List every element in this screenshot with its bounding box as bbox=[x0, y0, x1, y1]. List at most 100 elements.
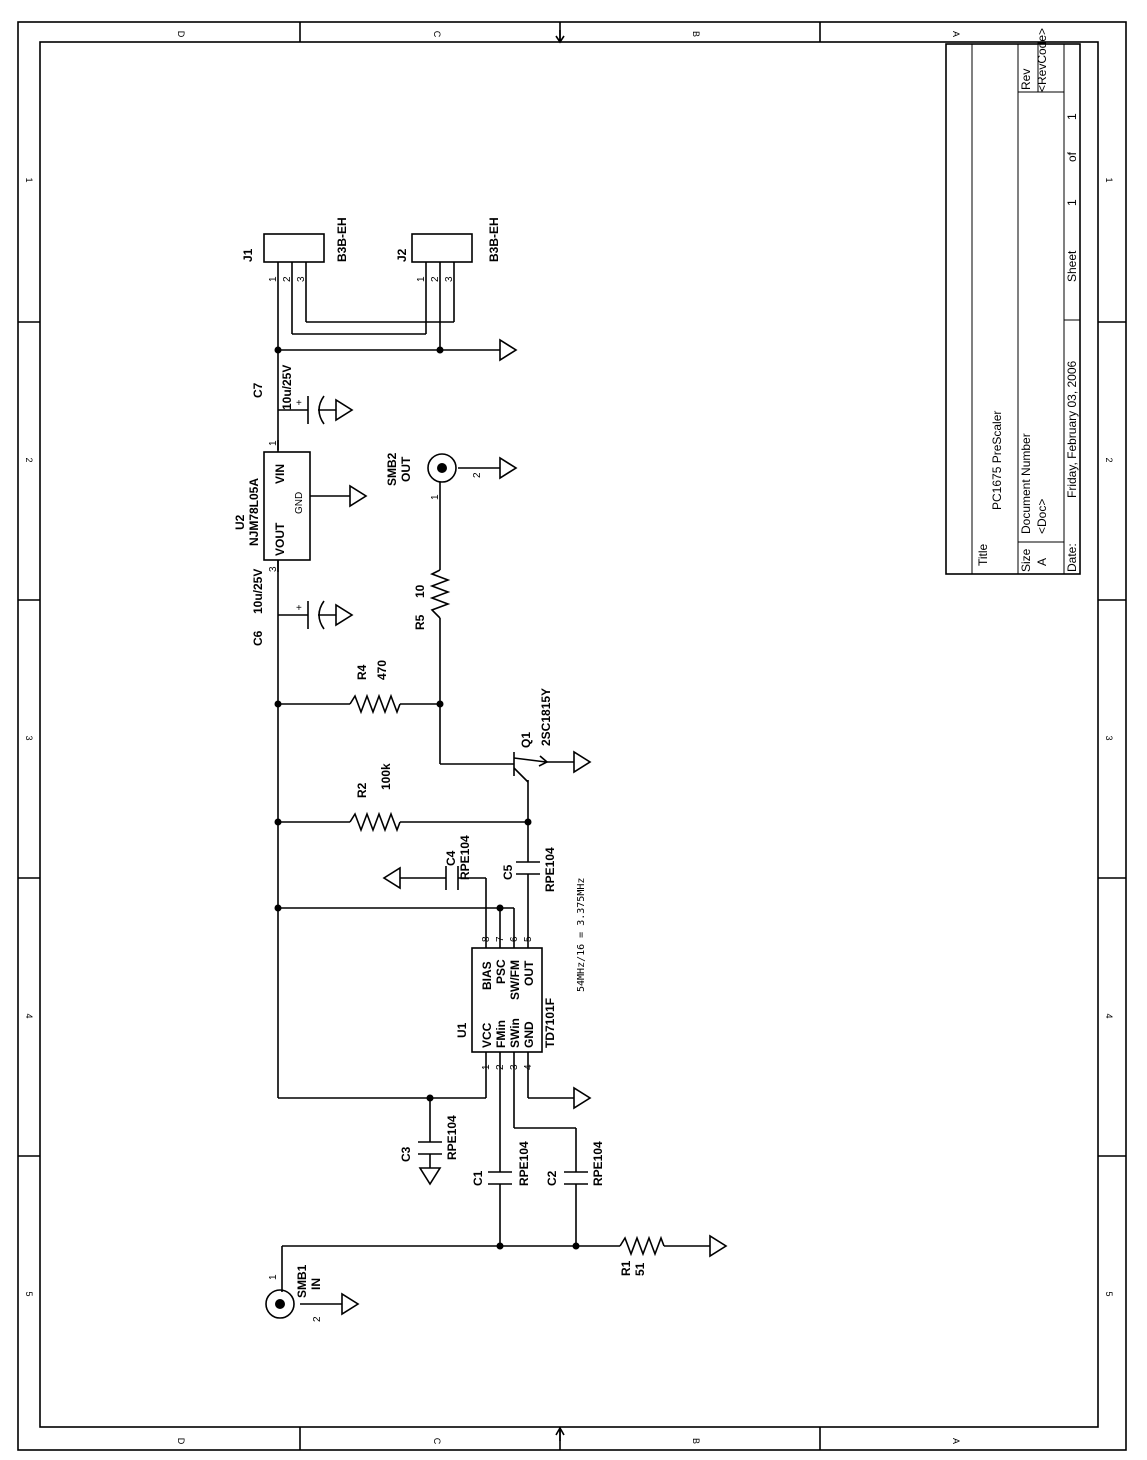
q1-ref: Q1 bbox=[519, 732, 533, 748]
zone-top-d: D bbox=[176, 31, 186, 38]
capacitor-c6: + C6 10u/25V bbox=[251, 569, 336, 646]
zone-right-4: 4 bbox=[1104, 1013, 1114, 1018]
ground-symbol bbox=[341, 1292, 360, 1316]
junction-dot bbox=[524, 818, 532, 826]
u1-pin-vcc: VCC bbox=[480, 1022, 494, 1048]
u1-pin-fmin: FMin bbox=[494, 1020, 508, 1048]
c7-ref: C7 bbox=[251, 382, 265, 398]
ground-symbol bbox=[335, 603, 354, 627]
zone-right-5: 5 bbox=[1104, 1291, 1114, 1296]
ground-symbol bbox=[382, 866, 401, 890]
junction-dot bbox=[572, 1242, 580, 1250]
title-block-text: Title PC1675 PreScaler Size A Document N… bbox=[976, 28, 1079, 572]
frequency-note: 54MHz/16 = 3.375MHz bbox=[576, 878, 587, 992]
c5-value: RPE104 bbox=[543, 847, 557, 892]
title-label: Title bbox=[976, 543, 990, 566]
r1-ref: R1 bbox=[619, 1260, 633, 1276]
u1-pin-gnd: GND bbox=[522, 1021, 536, 1048]
date-label: Date: bbox=[1065, 543, 1079, 572]
j2-part: B3B-EH bbox=[487, 217, 501, 262]
smb1-label: IN bbox=[309, 1278, 323, 1290]
zone-bottom-c: C bbox=[432, 1438, 442, 1445]
c4-ref: C4 bbox=[444, 850, 458, 866]
zone-bottom-a: A bbox=[951, 1438, 961, 1444]
u2-pin1: 1 bbox=[268, 440, 279, 446]
r4-ref: R4 bbox=[355, 664, 369, 680]
resistor-r4: R4 470 bbox=[349, 660, 401, 715]
u1-pinnum-5: 5 bbox=[523, 936, 534, 942]
resistor-r5: R5 10 bbox=[413, 569, 451, 630]
c4-value: RPE104 bbox=[458, 835, 472, 880]
border-labels: D C B A D C B A 1 2 3 4 5 1 2 3 4 5 bbox=[24, 31, 1114, 1445]
capacitor-c3: C3 RPE104 bbox=[399, 1115, 459, 1162]
connector-j2: J2 B3B-EH 1 2 3 bbox=[395, 217, 501, 282]
u2-pin3: 3 bbox=[268, 566, 279, 572]
j2-pin1: 1 bbox=[416, 276, 427, 282]
c2-ref: C2 bbox=[545, 1170, 559, 1186]
ground-symbols bbox=[335, 338, 728, 1316]
zone-bottom-b: B bbox=[691, 1438, 701, 1444]
junction-dot bbox=[274, 700, 282, 708]
junction-dot bbox=[274, 904, 282, 912]
u1-part: TD7101F bbox=[543, 998, 557, 1048]
j1-part: B3B-EH bbox=[335, 217, 349, 262]
u1-pin-swin: SWin bbox=[508, 1018, 522, 1048]
sheet-of: of bbox=[1065, 151, 1079, 162]
ic-u1: U1 TD7101F VCC FMin SWin GND BIAS PSC SW… bbox=[455, 936, 557, 1070]
capacitor-c5: C5 RPE104 bbox=[501, 847, 557, 892]
zone-left-5: 5 bbox=[24, 1291, 34, 1296]
date-value: Friday, February 03, 2006 bbox=[1065, 360, 1079, 498]
r5-value: 10 bbox=[413, 584, 427, 598]
u1-pinnum-2: 2 bbox=[495, 1064, 506, 1070]
j1-pin2: 2 bbox=[282, 276, 293, 282]
capacitor-c7: + C7 10u/25V bbox=[251, 365, 336, 425]
junction-dot bbox=[496, 904, 504, 912]
ground-symbol bbox=[335, 398, 354, 422]
junction-dot bbox=[426, 1094, 434, 1102]
junctions bbox=[274, 346, 580, 1250]
u1-pin-out: OUT bbox=[522, 960, 536, 986]
smb2-ref: SMB2 bbox=[385, 452, 399, 486]
ground-symbol bbox=[418, 1167, 442, 1186]
j2-ref: J2 bbox=[395, 248, 409, 262]
smb2-label: OUT bbox=[399, 456, 413, 482]
sheet-label: Sheet bbox=[1065, 250, 1079, 282]
docnum-value: <Doc> bbox=[1035, 499, 1049, 534]
smb2-pin1: 1 bbox=[430, 494, 441, 500]
zone-right-3: 3 bbox=[1104, 735, 1114, 740]
sheet-border bbox=[17, 21, 1127, 1451]
zone-top-b: B bbox=[691, 31, 701, 37]
r5-ref: R5 bbox=[413, 614, 427, 630]
smb1-ref: SMB1 bbox=[295, 1264, 309, 1298]
ground-symbol bbox=[573, 1086, 592, 1110]
zone-right-2: 2 bbox=[1104, 457, 1114, 462]
junction-dot bbox=[436, 346, 444, 354]
smb1-pin2: 2 bbox=[312, 1316, 323, 1322]
j2-pin3: 3 bbox=[444, 276, 455, 282]
resistor-r2: R2 100k bbox=[349, 763, 401, 833]
docnum-label: Document Number bbox=[1019, 433, 1033, 534]
size-value: A bbox=[1035, 558, 1049, 566]
zone-left-4: 4 bbox=[24, 1013, 34, 1018]
q1-part: 2SC1815Y bbox=[539, 688, 553, 746]
c5-ref: C5 bbox=[501, 864, 515, 880]
zone-left-1: 1 bbox=[24, 177, 34, 182]
r4-value: 470 bbox=[375, 660, 389, 680]
c1-ref: C1 bbox=[471, 1170, 485, 1186]
u2-gnd: GND bbox=[294, 492, 305, 514]
u2-vout: VOUT bbox=[273, 522, 287, 556]
rev-label: Rev bbox=[1019, 69, 1033, 90]
sheet-total: 1 bbox=[1065, 113, 1079, 120]
smb1-pin1: 1 bbox=[268, 1274, 279, 1280]
c6-plus: + bbox=[296, 603, 302, 614]
zone-left-2: 2 bbox=[24, 457, 34, 462]
zone-bottom-d: D bbox=[176, 1438, 186, 1445]
c6-ref: C6 bbox=[251, 630, 265, 646]
ground-symbol bbox=[573, 750, 592, 774]
resistor-r1: R1 51 bbox=[619, 1235, 665, 1276]
connector-smb1: SMB1 IN 1 2 bbox=[265, 1264, 323, 1322]
connector-smb2: SMB2 OUT 1 2 bbox=[385, 452, 483, 500]
zone-top-a: A bbox=[951, 31, 961, 37]
wires bbox=[277, 272, 710, 1305]
